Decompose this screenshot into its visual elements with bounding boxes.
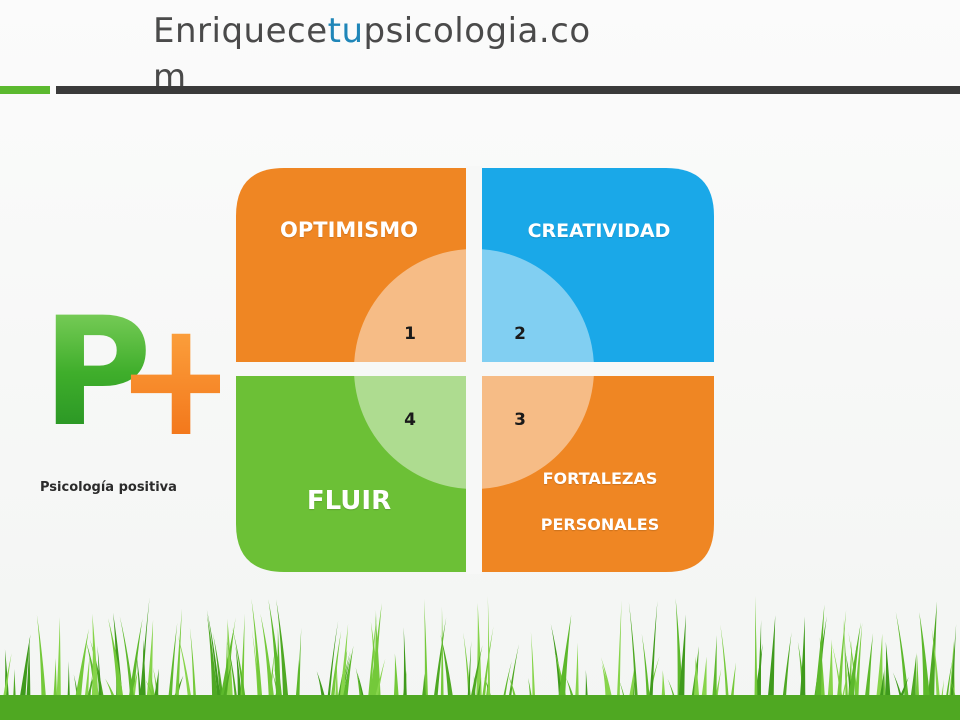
grass-blade [251, 598, 264, 720]
center-circle [354, 249, 594, 489]
site-title-part1: Enriquece [153, 11, 328, 51]
number-2: 2 [514, 324, 526, 344]
grass-blade [925, 601, 938, 720]
label-fortalezas-personales: FORTALEZAS PERSONALES [510, 456, 690, 548]
header-rule-dark [56, 86, 960, 94]
grass-blade [487, 596, 491, 720]
number-4: 4 [404, 410, 416, 430]
number-3: 3 [514, 410, 526, 430]
grass-blade [647, 601, 658, 720]
quadrant-optimismo [236, 168, 466, 362]
grass-blade [173, 608, 182, 720]
quadrant-fortalezas [482, 376, 714, 572]
four-quadrant-diagram: OPTIMISMO CREATIVIDAD FLUIR FORTALEZAS P… [234, 166, 716, 574]
logo-caption: Psicología positiva [40, 480, 177, 495]
grass-blade [895, 611, 911, 720]
grass-blade [754, 595, 758, 720]
grass-blade [108, 618, 127, 720]
logo-plus: + [114, 300, 220, 450]
quadrant-fluir [236, 376, 466, 572]
label-personales: PERSONALES [540, 515, 660, 534]
grass-blade [366, 612, 378, 720]
label-optimismo: OPTIMISMO [280, 218, 418, 242]
quadrant-creatividad [482, 168, 714, 362]
grass-blade [834, 610, 847, 720]
psicologia-positiva-logo: P + [40, 285, 248, 472]
site-title: Enriquecetupsicologia.com [153, 8, 593, 90]
grass-blade [90, 613, 100, 720]
label-fortalezas: FORTALEZAS [542, 469, 658, 488]
grass-blade [36, 614, 48, 720]
grass-blade [812, 604, 825, 720]
grass-blade [206, 613, 220, 720]
grass-blade [798, 616, 806, 720]
grass-blade [374, 609, 382, 720]
site-title-accent: tu [327, 11, 364, 51]
grass-blade [440, 606, 444, 720]
grass-blade [206, 609, 223, 720]
grass-blade [119, 616, 137, 720]
label-creatividad: CREATIVIDAD [527, 220, 671, 242]
logo-graphic: P + [42, 285, 248, 472]
grass-blade [843, 618, 849, 720]
diagram-graphic [234, 166, 716, 574]
logo-letter: P [42, 300, 152, 450]
grass-blade [276, 599, 291, 720]
grass-blade [125, 618, 143, 720]
grass-blade [676, 614, 686, 720]
header-rule-green [0, 86, 50, 94]
grass-decoration [0, 595, 960, 720]
grass-blade [628, 601, 640, 720]
grass-blade [555, 614, 572, 720]
grass-blade [756, 619, 762, 720]
number-1: 1 [404, 324, 416, 344]
center-cross [234, 166, 716, 574]
grass-blade [260, 613, 277, 720]
grass-blade [765, 615, 776, 720]
site-title-part2: psicologia.com [153, 11, 591, 90]
grass-blade [615, 600, 622, 720]
label-fluir: FLUIR [306, 486, 392, 516]
